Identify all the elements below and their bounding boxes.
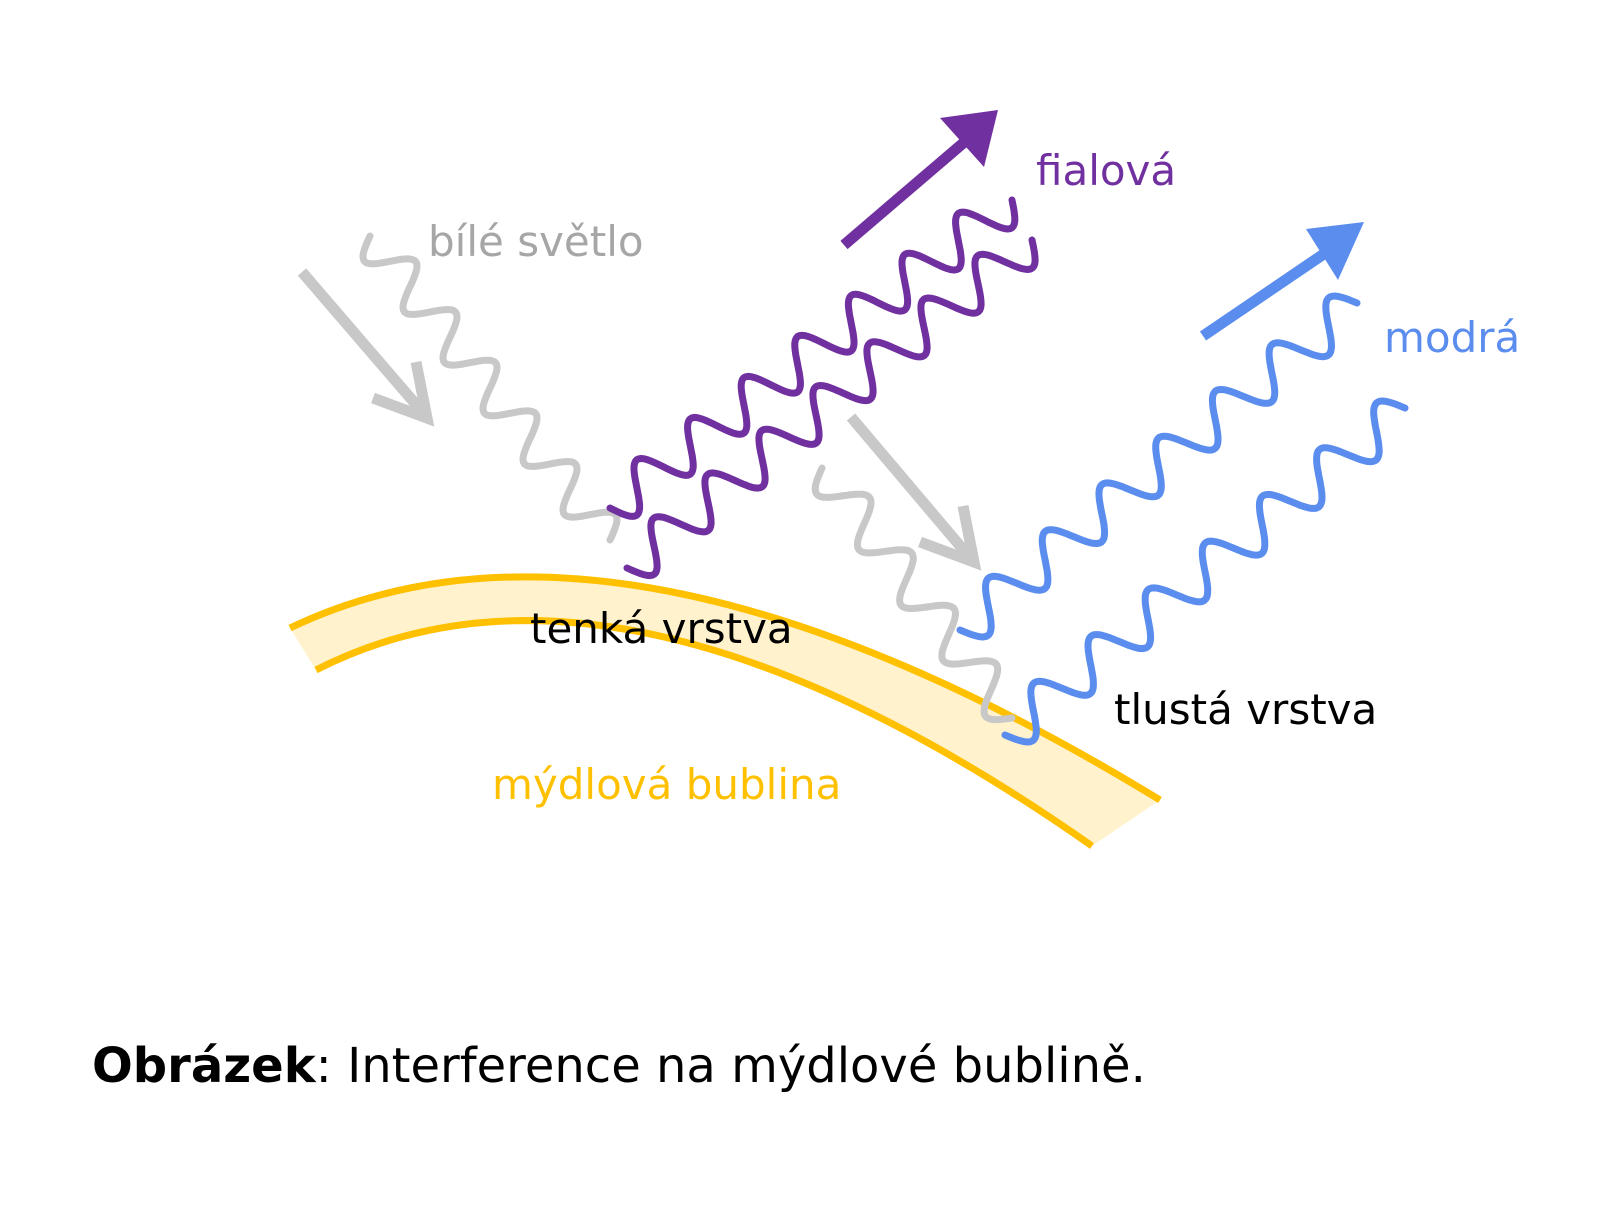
label-violet: fialová [1036,146,1176,195]
label-thick-layer: tlustá vrstva [1114,685,1377,734]
reflected-blue-light [956,222,1409,746]
reflected-violet-light [606,110,1039,580]
violet-wave-outer [606,196,1019,520]
label-white-light: bílé světlo [428,217,644,266]
caption-prefix: Obrázek [92,1038,316,1094]
label-blue: modrá [1384,313,1520,362]
bubble-film-outer-edge [288,573,1162,803]
blue-arrow [1199,222,1364,341]
bubble-film-inner-edge [314,617,1095,849]
incoming-wave-left [359,232,621,544]
incoming-white-light [297,232,1016,724]
label-soap-bubble: mýdlová bublina [492,760,841,809]
incoming-arrow-left [297,268,435,427]
figure-caption: Obrázek: Interference na mýdlové bublině… [92,1038,1146,1094]
caption-text: : Interference na mýdlové bublině. [315,1038,1146,1094]
label-thin-layer: tenká vrstva [530,604,793,653]
incoming-arrow-right [846,413,982,571]
blue-wave-inner [1001,397,1409,746]
blue-wave-outer [956,292,1361,641]
incoming-wave-right [811,464,1016,724]
violet-arrow [840,110,998,250]
violet-wave-inner [623,236,1039,580]
